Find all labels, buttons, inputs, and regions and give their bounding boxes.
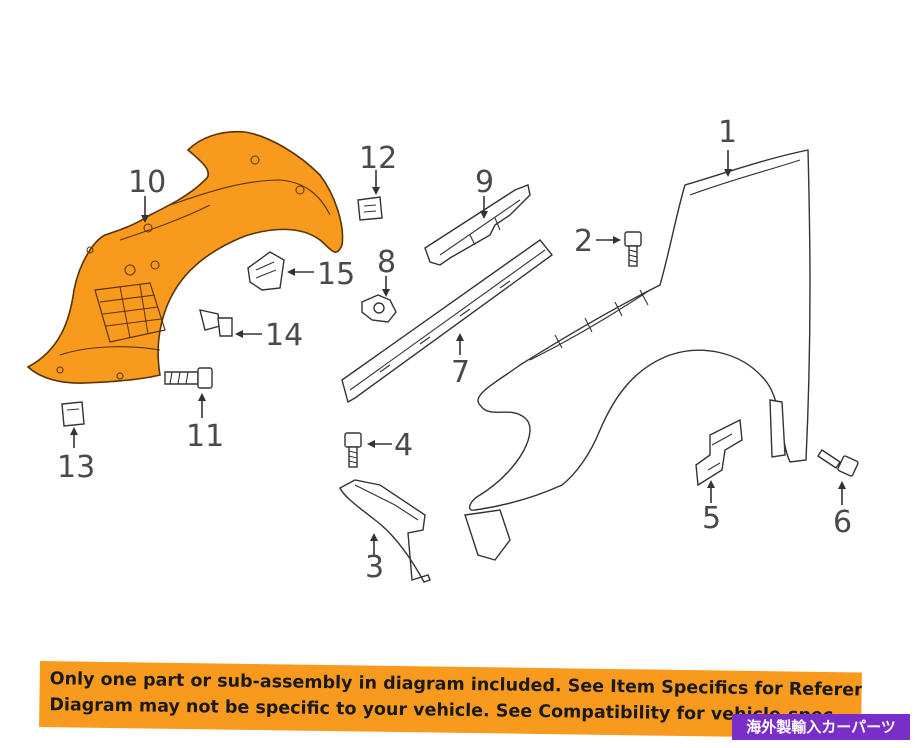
bracket-clip-part-15[interactable] [247, 251, 285, 291]
callout-1: 1 [718, 115, 737, 150]
callout-8: 8 [377, 245, 396, 280]
callout-14: 14 [265, 318, 303, 353]
bolt-part-11[interactable] [164, 367, 213, 389]
callout-13: 13 [57, 450, 95, 485]
callout-5: 5 [702, 501, 721, 536]
callout-3: 3 [365, 550, 384, 585]
bolt-part-4[interactable] [344, 432, 362, 468]
callout-6: 6 [833, 505, 852, 540]
fender-seal-part-7[interactable] [341, 239, 554, 404]
clip-part-8[interactable] [361, 294, 397, 323]
clip-nut-part-12[interactable] [357, 196, 383, 221]
leader-lines [70, 150, 846, 556]
bracket-part-5[interactable] [695, 418, 743, 487]
clip-nut-part-13[interactable] [61, 401, 85, 427]
callout-9: 9 [475, 165, 494, 200]
front-fender-part-1[interactable] [464, 149, 811, 561]
bolt-part-6[interactable] [817, 449, 859, 477]
push-clip-part-14[interactable] [199, 309, 233, 337]
callout-4: 4 [394, 428, 413, 463]
bracket-part-3[interactable] [339, 479, 431, 583]
callout-2: 2 [574, 224, 593, 259]
callout-12: 12 [359, 141, 397, 176]
bolt-part-2[interactable] [624, 231, 642, 267]
callout-15: 15 [317, 257, 355, 292]
bracket-part-9[interactable] [424, 184, 531, 266]
callout-11: 11 [186, 419, 224, 454]
fender-liner-part-10[interactable] [26, 130, 344, 384]
shop-badge: 海外製輸入カーパーツ [732, 714, 910, 740]
callout-7: 7 [451, 355, 470, 390]
callout-10: 10 [128, 165, 166, 200]
